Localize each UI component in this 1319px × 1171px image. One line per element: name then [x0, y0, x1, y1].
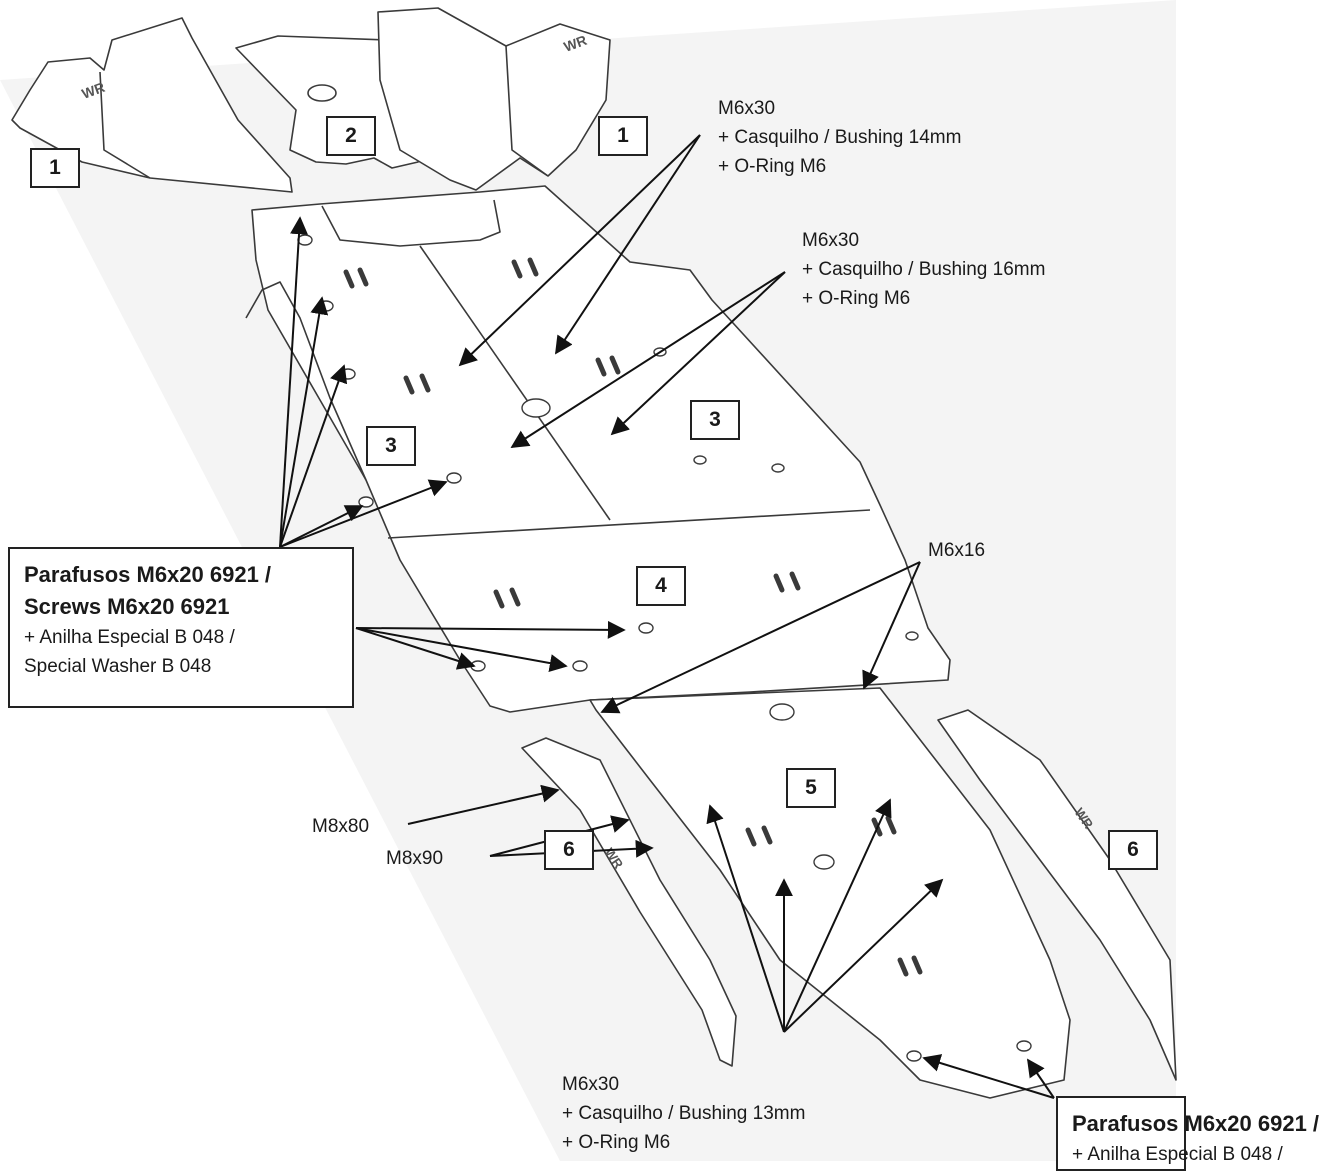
hole — [572, 660, 588, 672]
hole — [813, 854, 835, 870]
part-number: 4 — [655, 574, 667, 597]
logo-decal: WR — [562, 32, 589, 55]
leader-arrow — [458, 134, 701, 367]
part-number-box: 1 — [30, 148, 80, 188]
leader-arrow — [783, 878, 944, 1033]
label-line: + Casquilho / Bushing 13mm — [562, 1103, 806, 1124]
callout-line: + Anilha Especial B 048 / — [1072, 1144, 1283, 1165]
part-1-right-guard — [377, 7, 611, 191]
fastener-label-m6x30-13mm: M6x30 + Casquilho / Bushing 13mm + O-Rin… — [562, 1070, 805, 1157]
part-number-box: 3 — [690, 400, 740, 440]
part-number: 3 — [385, 434, 397, 457]
part-number-box: 6 — [1108, 830, 1158, 870]
fastener-label-m6x30-16mm: M6x30 + Casquilho / Bushing 16mm + O-Rin… — [802, 226, 1045, 313]
slot-pair — [745, 825, 773, 847]
leader-arrow — [555, 134, 701, 355]
part-number: 3 — [709, 408, 721, 431]
leader-arrow — [355, 620, 626, 639]
part-number-box: 3 — [366, 426, 416, 466]
part-number-box: 1 — [598, 116, 648, 156]
fastener-label-m6x16: M6x16 — [928, 540, 986, 561]
part-number-box: 2 — [326, 116, 376, 156]
fastener-label-m6x30-14mm: M6x30 + Casquilho / Bushing 14mm + O-Rin… — [718, 94, 961, 181]
hole — [446, 472, 462, 484]
slot-pair — [897, 955, 923, 977]
hole — [693, 455, 707, 465]
part-number: 6 — [563, 838, 575, 861]
exploded-parts-diagram: WR WR WR WR — [0, 0, 1177, 1161]
leader-arrow — [279, 505, 364, 548]
part-5-rear-plate — [589, 687, 1071, 1099]
hole — [905, 631, 919, 641]
part-number-box: 4 — [636, 566, 686, 606]
part-number: 1 — [49, 156, 61, 179]
hole — [521, 398, 551, 418]
part-6-left-rail — [521, 737, 737, 1067]
part-3-4-seam — [387, 509, 871, 539]
leader-arrow — [355, 627, 568, 672]
fastener-label-m8x80: M8x80 — [312, 816, 370, 837]
leader-arrow — [1026, 1058, 1055, 1099]
slot-pair — [773, 571, 801, 593]
hole — [297, 234, 313, 246]
logo-decal: WR — [80, 79, 107, 102]
label-line: M6x30 — [802, 230, 860, 251]
screws-callout-box: Parafusos M6x20 6921 / Screws M6x20 6921… — [8, 547, 354, 708]
label-line: + Casquilho / Bushing 16mm — [802, 259, 1046, 280]
label-line: + O-Ring M6 — [562, 1132, 671, 1153]
leader-arrow — [407, 784, 560, 825]
slot-pair — [493, 587, 521, 609]
hole — [1016, 1040, 1032, 1052]
label-line: M6x30 — [718, 98, 776, 119]
part-1-left-fold — [99, 71, 151, 179]
label-line: M6x30 — [562, 1074, 620, 1095]
hole — [906, 1050, 922, 1062]
part-2-hole — [307, 84, 337, 102]
callout-line: Special Washer B 048 — [24, 656, 212, 677]
leader-arrow — [783, 798, 892, 1033]
part-3-bend-line — [419, 245, 611, 521]
leader-arrow — [355, 627, 476, 670]
callout-line: Parafusos M6x20 6921 / — [1072, 1111, 1319, 1136]
leader-arrow — [279, 364, 348, 548]
leader-arrow — [279, 216, 309, 548]
fastener-label-m8x90: M8x90 — [386, 848, 444, 869]
label-line: + O-Ring M6 — [718, 156, 827, 177]
part-6-right-rail — [937, 709, 1177, 1081]
part-1-right-fold — [505, 45, 549, 177]
leader-arrow — [600, 561, 921, 714]
slot-pair — [403, 373, 431, 395]
hole — [358, 496, 374, 508]
slot-pair — [343, 267, 369, 289]
slot-pair — [511, 257, 539, 279]
part-number-box: 5 — [786, 768, 836, 808]
leader-arrow — [510, 271, 786, 448]
callout-line: Screws M6x20 6921 — [24, 594, 230, 619]
leader-arrow — [862, 561, 921, 690]
leader-arrow — [610, 271, 786, 436]
part-3-top-tab — [321, 199, 501, 247]
slot-pair — [595, 355, 621, 377]
hole — [769, 703, 795, 721]
callout-line: + Anilha Especial B 048 / — [24, 627, 235, 648]
label-line: + O-Ring M6 — [802, 288, 911, 309]
part-number: 5 — [805, 776, 817, 799]
hole — [638, 622, 654, 634]
label-line: + Casquilho / Bushing 14mm — [718, 127, 962, 148]
leader-arrow — [279, 296, 329, 548]
leader-arrow — [922, 1054, 1055, 1099]
part-number: 2 — [345, 124, 357, 147]
part-number: 1 — [617, 124, 629, 147]
part-number: 6 — [1127, 838, 1139, 861]
screws-callout-box-clipped: Parafusos M6x20 6921 / + Anilha Especial… — [1056, 1096, 1319, 1171]
callout-line: Parafusos M6x20 6921 / — [24, 562, 272, 587]
part-3-left-flange — [245, 281, 367, 481]
part-1-left-guard — [11, 17, 293, 193]
hole — [771, 463, 785, 473]
leader-arrow — [706, 804, 785, 1033]
part-number-box: 6 — [544, 830, 594, 870]
